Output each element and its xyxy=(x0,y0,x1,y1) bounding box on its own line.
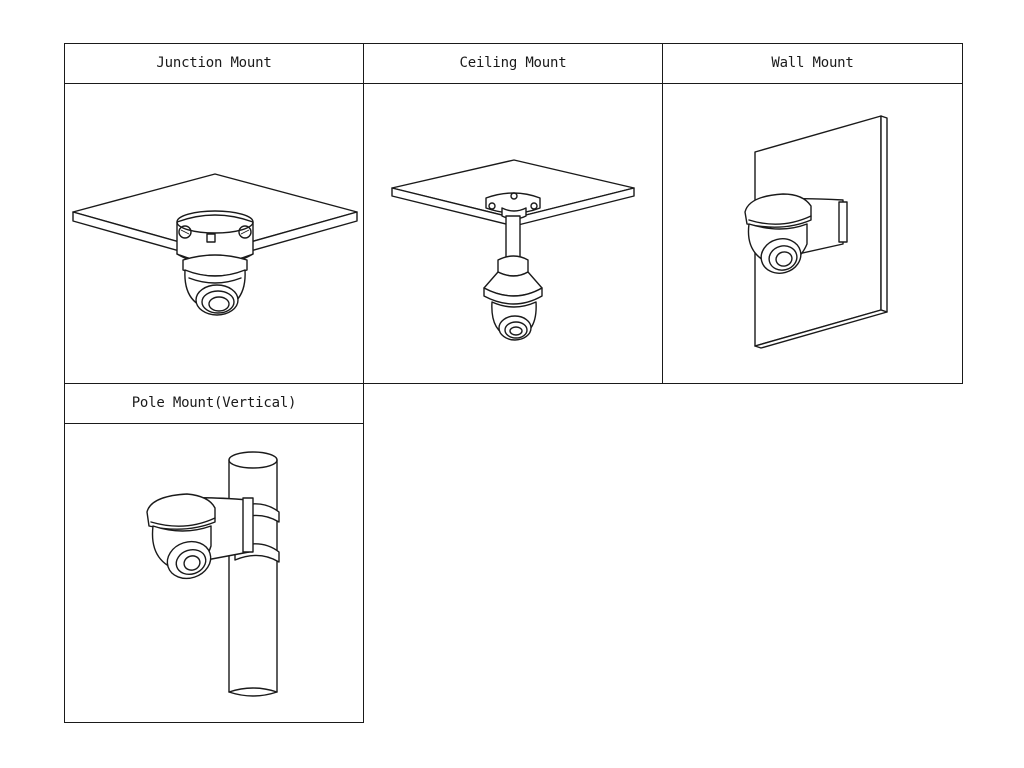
ceiling-mount-cell xyxy=(364,84,662,383)
ceiling-mount-label: Ceiling Mount xyxy=(459,55,567,71)
junction-mount-label: Junction Mount xyxy=(156,55,272,71)
table-border-bottom xyxy=(64,722,364,723)
table-col-divider-2 xyxy=(662,43,663,384)
wall-mount-label: Wall Mount xyxy=(771,55,854,71)
table-header-divider-2 xyxy=(64,423,364,424)
table-border-right xyxy=(962,43,963,384)
pole-mount-cell xyxy=(65,424,363,722)
ceiling-mount-icon xyxy=(391,159,635,341)
table-header-divider xyxy=(64,83,963,84)
pole-mount-icon xyxy=(146,451,280,697)
table-border-top xyxy=(64,43,963,44)
table-border-left xyxy=(64,43,65,723)
table-row-divider xyxy=(64,383,963,384)
junction-mount-cell xyxy=(65,84,363,383)
pole-mount-label: Pole Mount(Vertical) xyxy=(131,395,297,411)
wall-mount-cell xyxy=(663,84,962,383)
table-col-divider-1 xyxy=(363,43,364,723)
wall-mount-icon xyxy=(744,115,888,349)
junction-mount-icon xyxy=(72,173,358,316)
